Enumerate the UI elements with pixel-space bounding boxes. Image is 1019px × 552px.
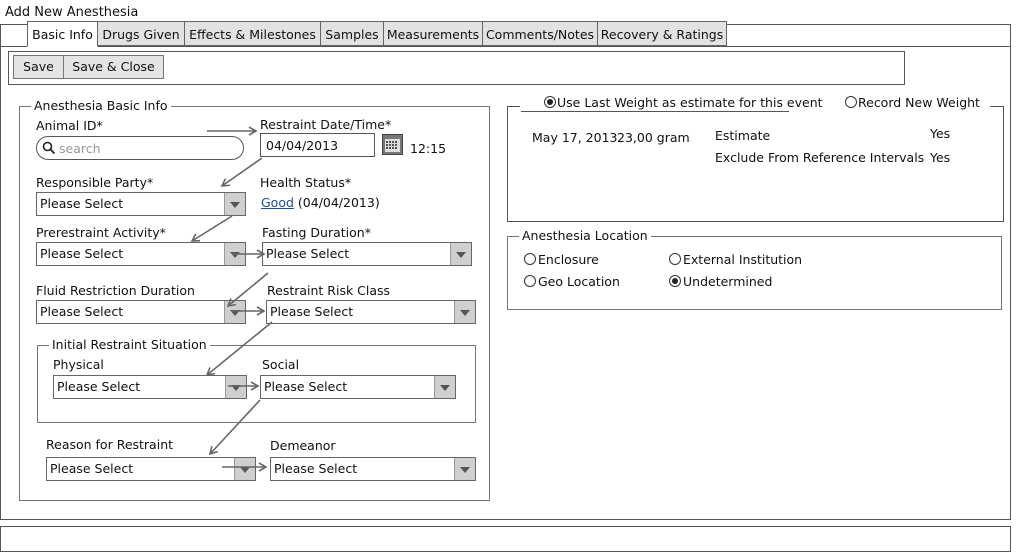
- record-new-weight-radio[interactable]: [845, 96, 857, 108]
- responsible-party-select[interactable]: Please Select: [36, 192, 246, 216]
- tab-content-frame: [0, 46, 1011, 520]
- status-bar: [0, 526, 1011, 552]
- chevron-down-icon[interactable]: [225, 376, 246, 398]
- health-status-row: Good (04/04/2013): [261, 195, 380, 210]
- record-new-weight-label[interactable]: Record New Weight: [858, 95, 980, 110]
- reason-label: Reason for Restraint: [46, 437, 174, 452]
- chevron-down-icon[interactable]: [234, 458, 255, 480]
- prerestraint-activity-select[interactable]: Please Select: [36, 242, 246, 266]
- responsible-party-label: Responsible Party*: [36, 175, 154, 190]
- fasting-duration-value: Please Select: [266, 246, 350, 261]
- chevron-down-icon[interactable]: [224, 193, 245, 215]
- physical-label: Physical: [53, 357, 104, 372]
- fluid-restriction-select[interactable]: Please Select: [36, 300, 246, 324]
- enclosure-label[interactable]: Enclosure: [538, 252, 599, 267]
- health-status-date: (04/04/2013): [297, 195, 380, 210]
- restraint-time-value: 12:15: [410, 141, 447, 156]
- tab-effects-milestones[interactable]: Effects & Milestones: [184, 21, 321, 46]
- demeanor-value: Please Select: [274, 461, 358, 476]
- restraint-date-input[interactable]: 04/04/2013: [260, 133, 375, 157]
- animal-search-input[interactable]: search: [36, 136, 244, 160]
- chevron-down-icon[interactable]: [454, 301, 475, 323]
- prerestraint-activity-label: Prerestraint Activity*: [36, 225, 166, 240]
- restraint-risk-value: Please Select: [270, 304, 354, 319]
- basic-info-fieldset: [19, 106, 490, 501]
- weight-date: May 17, 2013: [532, 130, 618, 145]
- chevron-down-icon[interactable]: [224, 301, 245, 323]
- restraint-risk-label: Restraint Risk Class: [267, 283, 391, 298]
- fasting-duration-label: Fasting Duration*: [262, 225, 371, 240]
- use-last-underline: [521, 111, 789, 112]
- fasting-duration-select[interactable]: Please Select: [262, 242, 472, 266]
- save-close-button[interactable]: Save & Close: [63, 55, 164, 79]
- responsible-party-value: Please Select: [40, 196, 124, 211]
- chevron-down-icon[interactable]: [434, 376, 455, 398]
- fluid-restriction-label: Fluid Restriction Duration: [36, 283, 195, 298]
- exclude-value: Yes: [930, 150, 951, 165]
- estimate-value: Yes: [930, 126, 951, 141]
- basic-info-legend: Anesthesia Basic Info: [31, 98, 171, 113]
- location-legend: Anesthesia Location: [519, 228, 651, 243]
- save-button[interactable]: Save: [13, 55, 64, 79]
- geo-location-label[interactable]: Geo Location: [538, 274, 620, 289]
- health-status-label: Health Status*: [260, 175, 352, 190]
- toolbar: [8, 51, 905, 85]
- weight-options-row: [520, 93, 990, 113]
- undetermined-radio[interactable]: [669, 275, 681, 287]
- restraint-date-value: 04/04/2013: [266, 138, 339, 153]
- geo-location-radio[interactable]: [524, 275, 536, 287]
- external-institution-label[interactable]: External Institution: [683, 252, 803, 267]
- social-select[interactable]: Please Select: [260, 375, 456, 399]
- location-fieldset: [507, 236, 1002, 310]
- social-label: Social: [262, 357, 300, 372]
- tab-measurements[interactable]: Measurements: [383, 21, 483, 46]
- undetermined-label[interactable]: Undetermined: [683, 274, 773, 289]
- prerestraint-activity-value: Please Select: [40, 246, 124, 261]
- reason-value: Please Select: [50, 461, 134, 476]
- health-status-link[interactable]: Good: [261, 195, 294, 210]
- use-last-weight-radio[interactable]: [544, 96, 556, 108]
- weight-value: 23,00 gram: [617, 130, 690, 145]
- external-institution-radio[interactable]: [669, 253, 681, 265]
- calendar-icon[interactable]: [382, 134, 403, 155]
- reason-select[interactable]: Please Select: [46, 457, 256, 481]
- tab-drugs-given[interactable]: Drugs Given: [97, 21, 185, 46]
- social-value: Please Select: [264, 379, 348, 394]
- search-placeholder: search: [59, 141, 101, 156]
- fluid-restriction-value: Please Select: [40, 304, 124, 319]
- window-title: Add New Anesthesia: [5, 5, 139, 20]
- physical-value: Please Select: [57, 379, 141, 394]
- initial-situation-legend: Initial Restraint Situation: [49, 337, 210, 352]
- tab-comments-notes[interactable]: Comments/Notes: [482, 21, 598, 46]
- restraint-risk-select[interactable]: Please Select: [266, 300, 476, 324]
- tab-recovery-ratings[interactable]: Recovery & Ratings: [597, 21, 727, 46]
- tab-samples[interactable]: Samples: [320, 21, 384, 46]
- chevron-down-icon[interactable]: [450, 243, 471, 265]
- demeanor-select[interactable]: Please Select: [270, 457, 476, 481]
- chevron-down-icon[interactable]: [454, 458, 475, 480]
- physical-select[interactable]: Please Select: [53, 375, 247, 399]
- estimate-label: Estimate: [715, 128, 771, 143]
- demeanor-label: Demeanor: [270, 438, 336, 453]
- animal-id-label: Animal ID*: [36, 118, 103, 133]
- enclosure-radio[interactable]: [524, 253, 536, 265]
- exclude-label: Exclude From Reference Intervals: [715, 150, 925, 165]
- tab-basic-info[interactable]: Basic Info: [27, 21, 98, 47]
- search-icon: [42, 141, 56, 155]
- restraint-datetime-label: Restraint Date/Time*: [260, 117, 392, 132]
- chevron-down-icon[interactable]: [224, 243, 245, 265]
- use-last-weight-label[interactable]: Use Last Weight as estimate for this eve…: [557, 95, 823, 110]
